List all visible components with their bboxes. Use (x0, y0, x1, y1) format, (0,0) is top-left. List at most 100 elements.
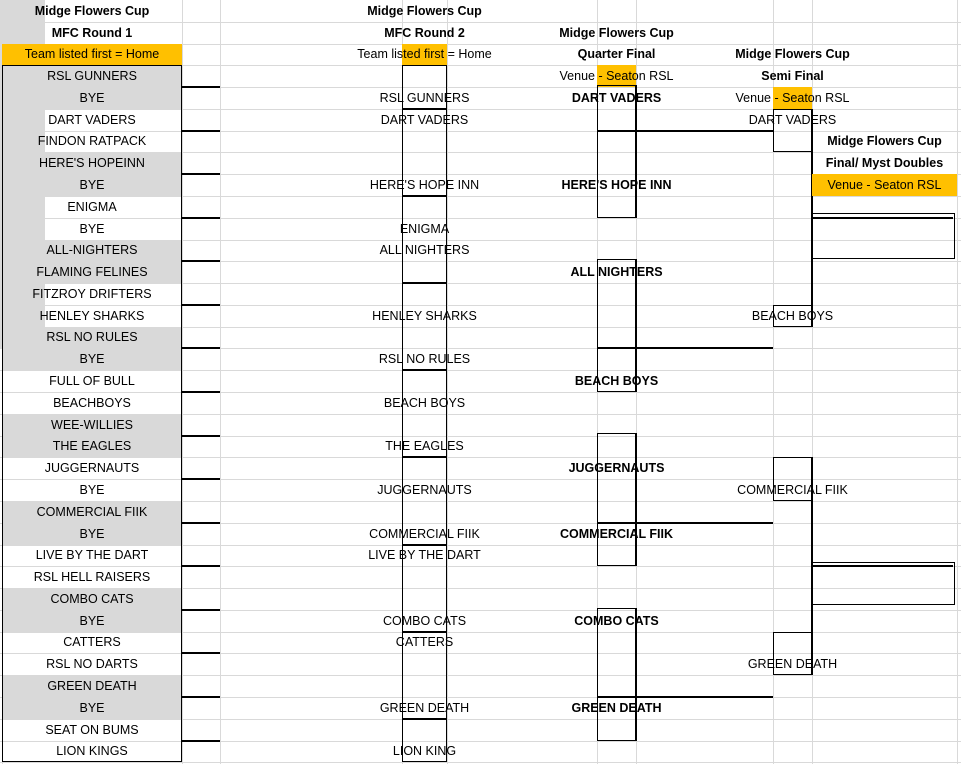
round1-subtitle[interactable]: MFC Round 1 (51, 25, 133, 40)
gridline-vertical (447, 0, 448, 764)
round1-home-note[interactable]: Team listed first = Home (2, 44, 182, 65)
quarter-divider (597, 696, 636, 698)
gridline-horizontal (0, 457, 961, 458)
round1-connector (182, 217, 220, 219)
round1-team-cell[interactable]: BYE (2, 610, 182, 632)
round1-team-cell[interactable]: ENIGMA (67, 199, 117, 214)
round1-team-cell[interactable]: FULL OF BULL (49, 373, 135, 388)
gridline-horizontal (0, 65, 961, 66)
gridline-horizontal (0, 523, 961, 524)
round1-team-cell[interactable]: SEAT ON BUMS (45, 722, 139, 737)
round1-connector (182, 652, 220, 654)
semi-team-cell[interactable]: GREEN DEATH (747, 656, 838, 671)
round1-team-cell[interactable]: FLAMING FELINES (2, 261, 182, 283)
gridline-horizontal (0, 44, 961, 45)
gridline-horizontal (0, 109, 961, 110)
round2-team-cell[interactable]: LION KING (392, 744, 457, 759)
quarter-venue[interactable]: Venue - Seaton RSL (560, 65, 674, 87)
quarter-team-cell[interactable]: GREEN DEATH (571, 700, 662, 715)
final-title[interactable]: Midge Flowers Cup (827, 134, 942, 149)
quarter-team-cell[interactable]: COMBO CATS (574, 613, 659, 628)
semi-team-cell[interactable]: COMMERCIAL FIIK (737, 482, 848, 497)
quarter-team-cell[interactable]: JUGGERNAUTS (568, 460, 665, 475)
round1-team-cell[interactable]: BYE (2, 174, 182, 196)
round1-connector (182, 347, 220, 349)
round1-team-cell[interactable]: JUGGERNAUTS (44, 460, 140, 475)
round1-team-cell[interactable]: WEE-WILLIES (2, 414, 182, 436)
round2-team-cell[interactable]: JUGGERNAUTS (377, 482, 472, 497)
round2-connector (402, 631, 447, 633)
round1-connector (182, 391, 220, 393)
round2-team-cell[interactable]: CATTERS (395, 635, 454, 650)
quarter-title[interactable]: Midge Flowers Cup (559, 25, 674, 40)
round2-home-note[interactable]: Team listed first = Home (357, 44, 492, 65)
round1-team-cell[interactable]: THE EAGLES (2, 436, 182, 457)
round2-team-cell[interactable]: LIVE BY THE DART (368, 548, 481, 563)
round1-team-cell[interactable]: FITZROY DRIFTERS (32, 286, 152, 301)
round1-team-cell[interactable]: DART VADERS (48, 112, 136, 127)
round1-team-cell[interactable]: LIVE BY THE DART (35, 548, 149, 563)
round1-team-cell[interactable]: RSL NO RULES (2, 327, 182, 348)
round2-team-cell[interactable]: BEACH BOYS (383, 395, 466, 410)
round1-team-cell[interactable]: COMBO CATS (2, 588, 182, 610)
round1-team-cell[interactable]: FINDON RATPACK (37, 134, 147, 149)
round1-team-cell[interactable]: COMMERCIAL FIIK (2, 501, 182, 523)
quarter-bracket-edge (635, 433, 637, 566)
gridline-horizontal (0, 218, 961, 219)
final-subtitle[interactable]: Final/ Myst Doubles (825, 155, 944, 170)
gridline-horizontal (0, 131, 961, 132)
round1-team-cell[interactable]: BYE (2, 87, 182, 109)
round1-connector (182, 130, 220, 132)
quarter-subtitle[interactable]: Quarter Final (577, 47, 656, 62)
round1-team-cell[interactable]: BYE (2, 348, 182, 370)
round1-connector (182, 609, 220, 611)
quarter-team-cell[interactable]: BEACH BOYS (574, 373, 659, 388)
gridline-horizontal (0, 261, 961, 262)
round1-team-cell[interactable]: HENLEY SHARKS (39, 308, 145, 323)
round2-team-cell[interactable]: COMMERCIAL FIIK (369, 526, 480, 541)
round1-team-cell[interactable]: GREEN DEATH (2, 675, 182, 697)
round1-team-cell[interactable]: RSL GUNNERS (2, 65, 182, 87)
semi-title[interactable]: Midge Flowers Cup (735, 47, 850, 62)
round2-team-cell[interactable]: THE EAGLES (385, 439, 464, 454)
round2-connector (402, 544, 447, 546)
round2-team-cell[interactable]: HENLEY SHARKS (372, 308, 477, 323)
quarter-team-cell[interactable]: ALL NIGHTERS (570, 264, 663, 279)
round2-title[interactable]: Midge Flowers Cup (367, 3, 482, 18)
round1-team-cell[interactable]: HERE'S HOPEINN (2, 152, 182, 174)
gridline-horizontal (0, 501, 961, 502)
semi-team-cell[interactable]: DART VADERS (748, 112, 837, 127)
round1-team-cell[interactable]: BYE (79, 482, 105, 497)
quarter-team-cell[interactable]: HERE'S HOPE INN (561, 177, 672, 192)
round1-connector (182, 565, 220, 567)
quarter-team-cell[interactable]: DART VADERS (571, 90, 662, 105)
round2-team-cell[interactable]: RSL NO RULES (378, 351, 471, 366)
quarter-divider (597, 522, 636, 524)
semi-subtitle[interactable]: Semi Final (761, 68, 824, 83)
round1-team-cell[interactable]: ALL-NIGHTERS (2, 240, 182, 261)
round2-team-cell[interactable]: ENIGMA (399, 221, 450, 236)
round2-subtitle[interactable]: MFC Round 2 (384, 25, 465, 40)
round2-team-cell[interactable]: HERE'S HOPE INN (369, 177, 480, 192)
quarter-connector (636, 522, 773, 524)
round2-team-cell[interactable]: COMBO CATS (382, 613, 467, 628)
gridline-horizontal (0, 392, 961, 393)
round2-connector (402, 369, 447, 371)
round1-team-cell[interactable]: BYE (2, 523, 182, 545)
round1-team-cell[interactable]: RSL HELL RAISERS (33, 569, 151, 584)
round1-team-cell[interactable]: BEACHBOYS (53, 395, 131, 410)
round1-connector (182, 260, 220, 262)
round1-team-cell[interactable]: CATTERS (63, 635, 121, 650)
gridline-horizontal (0, 348, 961, 349)
quarter-connector (636, 696, 773, 698)
round1-team-cell[interactable]: BYE (2, 697, 182, 719)
quarter-team-cell[interactable]: COMMERCIAL FIIK (560, 526, 673, 541)
round1-team-cell[interactable]: BYE (79, 221, 105, 236)
round1-team-cell[interactable]: RSL NO DARTS (46, 656, 138, 671)
final-venue[interactable]: Venue - Seaton RSL (812, 174, 957, 196)
round1-title[interactable]: Midge Flowers Cup (34, 3, 150, 18)
round1-team-cell[interactable]: LION KINGS (56, 744, 128, 759)
gridline-horizontal (0, 697, 961, 698)
semi-venue[interactable]: Venue - Seaton RSL (736, 87, 850, 109)
